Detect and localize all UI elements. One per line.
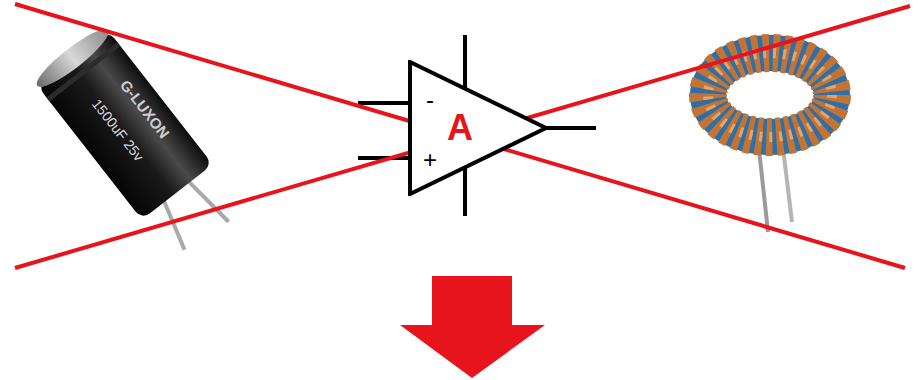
supply-wire <box>463 35 467 89</box>
opamp-outline <box>408 60 548 196</box>
capacitor-photo <box>31 22 247 263</box>
capacitor-groove <box>46 42 120 101</box>
inductor-core <box>708 53 832 137</box>
output-wire <box>546 126 596 130</box>
opamp-wires <box>358 35 596 216</box>
capacitor-lead <box>186 174 228 226</box>
down-arrow <box>400 276 545 378</box>
inverting-input-wire <box>358 101 410 105</box>
inductor-winding-highlight <box>708 53 832 137</box>
amplifier-label: A <box>447 110 473 146</box>
opamp-triangle: -A + <box>408 60 548 196</box>
opamp-outline <box>410 62 546 194</box>
inductor-winding <box>708 53 832 137</box>
cross-line <box>15 6 910 268</box>
supply-wire <box>463 166 467 216</box>
pin-sign: - <box>426 88 434 112</box>
inductor-photo <box>708 53 832 232</box>
pin-sign: + <box>423 148 437 172</box>
inductor-hole <box>734 77 806 113</box>
